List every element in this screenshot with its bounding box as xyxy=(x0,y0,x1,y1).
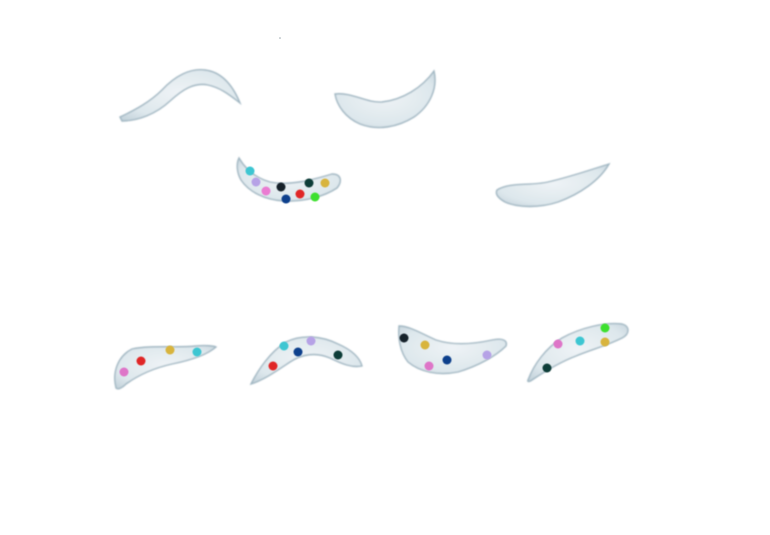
spot-lavender xyxy=(482,350,492,360)
spot-cyan xyxy=(279,341,289,351)
spot-dark-teal xyxy=(333,350,343,360)
cell-bottom-4 xyxy=(527,322,629,383)
cell-top-right xyxy=(334,69,436,129)
spot-dark-teal xyxy=(542,363,552,373)
spot-red xyxy=(268,361,278,371)
cell-middle-right xyxy=(495,162,611,208)
spot-pink xyxy=(119,367,129,377)
cell-top-left xyxy=(119,69,242,122)
spot-cyan xyxy=(575,336,585,346)
spot-black xyxy=(276,182,286,192)
spot-cyan xyxy=(245,166,255,176)
spot-green xyxy=(310,192,320,202)
spot-mustard xyxy=(420,340,430,350)
cell-labeled-middle xyxy=(236,156,341,204)
spot-lavender xyxy=(306,336,316,346)
cell-bottom-3 xyxy=(398,325,508,375)
spot-navy xyxy=(281,194,291,204)
spot-navy xyxy=(442,355,452,365)
spot-green xyxy=(600,323,610,333)
spot-black xyxy=(399,333,409,343)
spot-orchid xyxy=(553,339,563,349)
spot-red xyxy=(136,356,146,366)
cell-bottom-1 xyxy=(114,344,218,390)
speck xyxy=(279,37,281,39)
spot-mustard xyxy=(320,178,330,188)
cell-bottom-2 xyxy=(249,336,363,386)
spot-pink xyxy=(424,361,434,371)
spot-lavender xyxy=(251,177,261,187)
spot-pink xyxy=(261,186,271,196)
spot-cyan xyxy=(192,347,202,357)
spot-red xyxy=(295,189,305,199)
spot-mustard xyxy=(600,337,610,347)
spot-navy xyxy=(293,347,303,357)
spot-dark-teal xyxy=(304,178,314,188)
spot-mustard xyxy=(165,345,175,355)
